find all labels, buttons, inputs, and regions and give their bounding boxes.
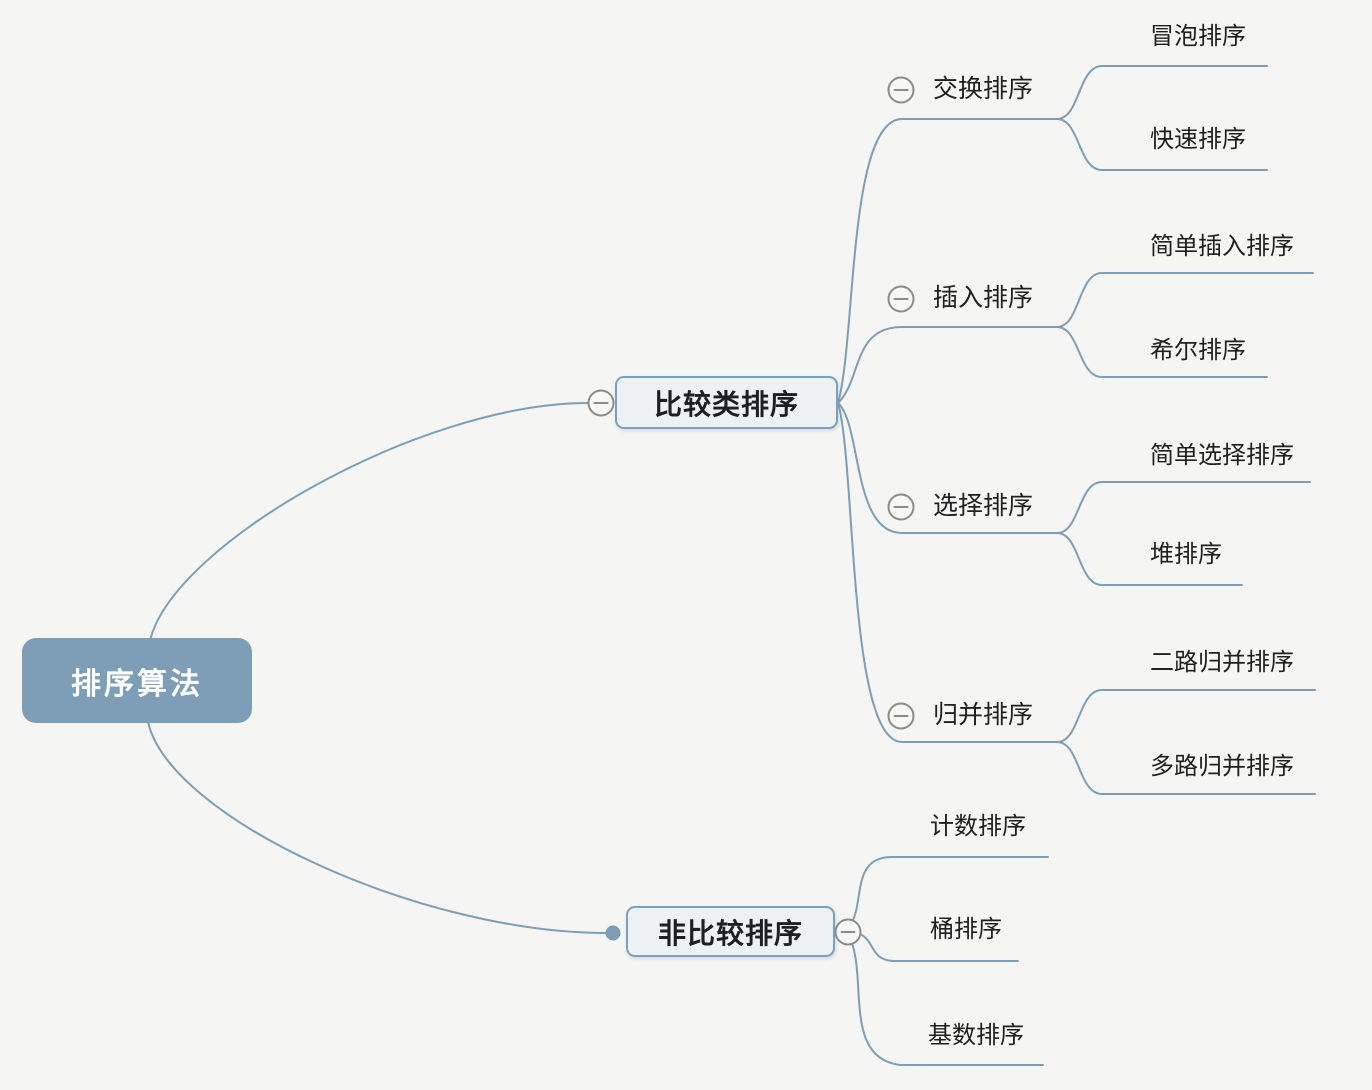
root-label: 排序算法 <box>71 667 203 701</box>
edge-exchange-to-bubble <box>1056 65 1268 120</box>
edge-selection-to-heap <box>1056 532 1243 586</box>
collapse-icon-noncomparison[interactable] <box>834 918 862 946</box>
root-node-sorting-algorithms[interactable]: 排序算法 <box>22 638 252 723</box>
edge-root-to-comparison <box>149 402 589 642</box>
branch-node-comparison-sort[interactable]: 比较类排序 <box>615 376 838 429</box>
subtopic-selection-sort[interactable]: 选择排序 <box>933 492 1034 520</box>
branch-label: 非比较排序 <box>657 917 803 949</box>
edge-exchange-to-quick <box>1056 118 1268 171</box>
edge-noncomparison-to-counting <box>851 856 1049 923</box>
leaf-topic-radix-sort[interactable]: 基数排序 <box>928 1022 1024 1049</box>
edge-comparison-to-exchange <box>837 118 1058 404</box>
edge-comparison-to-merge <box>837 402 1058 743</box>
edge-insertion-to-shell <box>1056 326 1268 378</box>
leaf-topic-bucket-sort[interactable]: 桶排序 <box>930 916 1002 943</box>
leaf-topic-shell-sort[interactable]: 希尔排序 <box>1150 337 1246 364</box>
leaf-topic-multi-way-merge-sort[interactable]: 多路归并排序 <box>1150 753 1294 780</box>
edge-merge-to-multi-way <box>1056 741 1316 795</box>
subtopic-merge-sort[interactable]: 归并排序 <box>933 701 1034 729</box>
collapse-icon-comparison[interactable] <box>587 389 615 417</box>
leaf-topic-heap-sort[interactable]: 堆排序 <box>1150 541 1222 568</box>
collapse-icon-selection-sort[interactable] <box>887 493 915 521</box>
leaf-topic-quick-sort[interactable]: 快速排序 <box>1150 126 1246 153</box>
edge-noncomparison-to-radix <box>851 942 1044 1066</box>
branch-node-noncomparison-sort[interactable]: 非比较排序 <box>626 906 835 957</box>
branch-dot <box>605 925 621 941</box>
edge-selection-to-simple-selection <box>1056 481 1311 534</box>
leaf-topic-bubble-sort[interactable]: 冒泡排序 <box>1150 23 1246 50</box>
subtopic-exchange-sort[interactable]: 交换排序 <box>933 75 1034 103</box>
edge-insertion-to-simple-insertion <box>1056 272 1314 328</box>
edge-comparison-to-insertion <box>837 326 1058 404</box>
collapse-icon-insertion-sort[interactable] <box>887 285 915 313</box>
edge-merge-to-two-way <box>1056 689 1316 743</box>
collapse-icon-merge-sort[interactable] <box>887 702 915 730</box>
leaf-topic-simple-insertion-sort[interactable]: 简单插入排序 <box>1150 233 1294 260</box>
leaf-topic-simple-selection-sort[interactable]: 简单选择排序 <box>1150 442 1294 469</box>
collapse-icon-exchange-sort[interactable] <box>887 76 915 104</box>
edge-root-to-noncomparison <box>147 721 607 934</box>
branch-label: 比较类排序 <box>653 388 799 420</box>
edge-noncomparison-to-bucket <box>859 933 1019 962</box>
leaf-topic-counting-sort[interactable]: 计数排序 <box>930 813 1026 840</box>
leaf-topic-two-way-merge-sort[interactable]: 二路归并排序 <box>1150 649 1294 676</box>
subtopic-insertion-sort[interactable]: 插入排序 <box>933 284 1034 312</box>
edge-comparison-to-selection <box>837 402 1058 534</box>
